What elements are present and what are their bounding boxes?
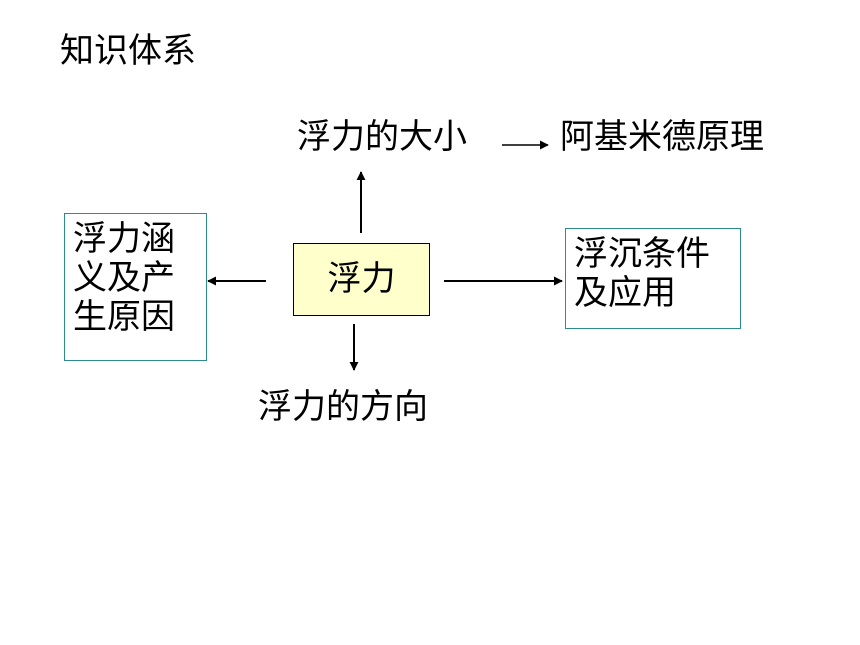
page-title: 知识体系 bbox=[60, 31, 196, 71]
buoyancy-magnitude-label: 浮力的大小 bbox=[297, 117, 467, 157]
sink-float-label: 浮沉条件及应用 bbox=[574, 234, 710, 314]
definition-cause-box: 浮力涵义及产生原因 bbox=[64, 213, 207, 361]
archimedes-principle-label: 阿基米德原理 bbox=[560, 117, 764, 157]
center-node-label: 浮力 bbox=[327, 258, 396, 299]
buoyancy-direction-label: 浮力的方向 bbox=[258, 387, 428, 427]
sink-float-box: 浮沉条件及应用 bbox=[565, 228, 741, 329]
center-node-box: 浮力 bbox=[293, 243, 430, 316]
definition-cause-label: 浮力涵义及产生原因 bbox=[73, 219, 175, 338]
